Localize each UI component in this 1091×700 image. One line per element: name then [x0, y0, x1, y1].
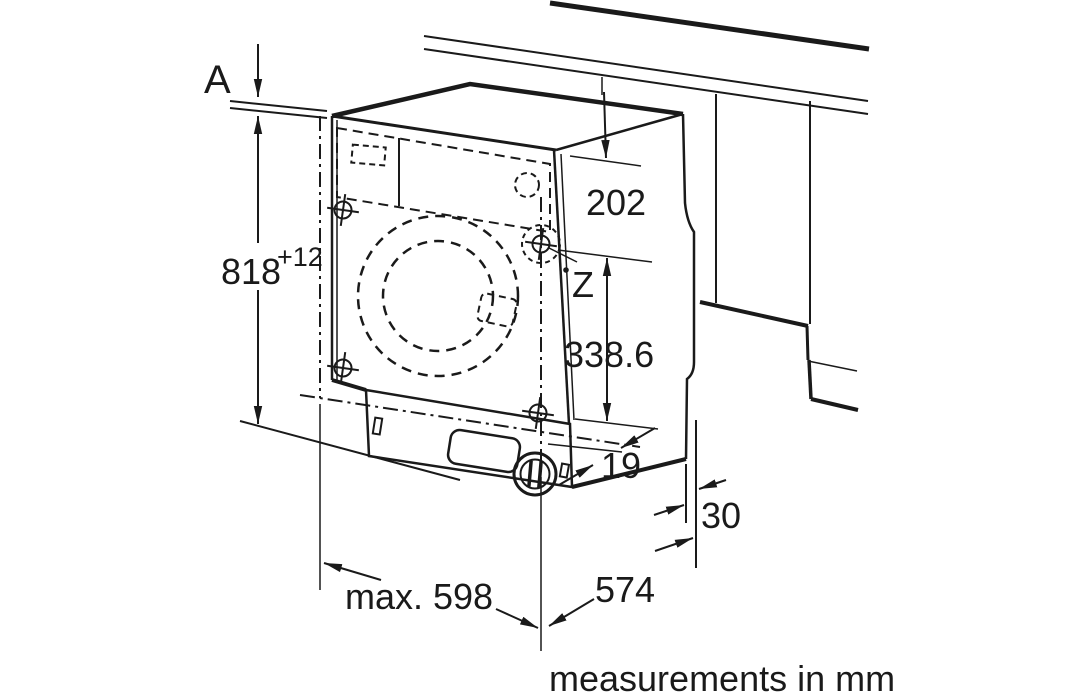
dimension-depth-574: 574 [548, 537, 694, 627]
dim-height-tolerance-label: +12 [277, 242, 323, 272]
dim-top-clearance-label: 202 [586, 182, 646, 223]
label-a: A [204, 58, 231, 102]
mounting-point-top-left [327, 194, 359, 226]
dimension-top-clearance-202: 202 [586, 77, 646, 223]
dimension-z-338: Z 338.6 [548, 247, 654, 421]
dim-height-label: 818 [221, 251, 281, 292]
dimension-width-max598: max. 598 [323, 562, 539, 629]
furniture-door-plane [299, 116, 641, 477]
dimension-height-818: 818 +12 [221, 116, 323, 424]
dim-plinth-offset-label: 19 [601, 445, 641, 486]
countertop-and-cabinets [229, 0, 870, 568]
dim-z-height-label: 338.6 [564, 334, 654, 375]
dim-width-label: max. 598 [345, 576, 493, 617]
dim-depth-label: 574 [595, 569, 655, 610]
door-porthole [356, 214, 520, 378]
units-note: measurements in mm [549, 658, 895, 699]
mounting-point-bottom-left [327, 352, 359, 384]
dim-side-gap-label: 30 [701, 495, 741, 536]
mounting-point-bottom-right [522, 397, 554, 429]
plinth-panel [364, 388, 574, 497]
dimension-side-gap-30: 30 [653, 479, 741, 536]
reference-lines [239, 155, 659, 651]
dimension-plinth-19: 19 [558, 427, 656, 486]
label-z: Z [572, 264, 594, 305]
control-panel [336, 126, 551, 234]
dimension-a: A [204, 44, 263, 102]
mounting-point-z [521, 224, 561, 264]
washing-machine [327, 81, 696, 523]
drain-filter-cap [512, 451, 558, 497]
